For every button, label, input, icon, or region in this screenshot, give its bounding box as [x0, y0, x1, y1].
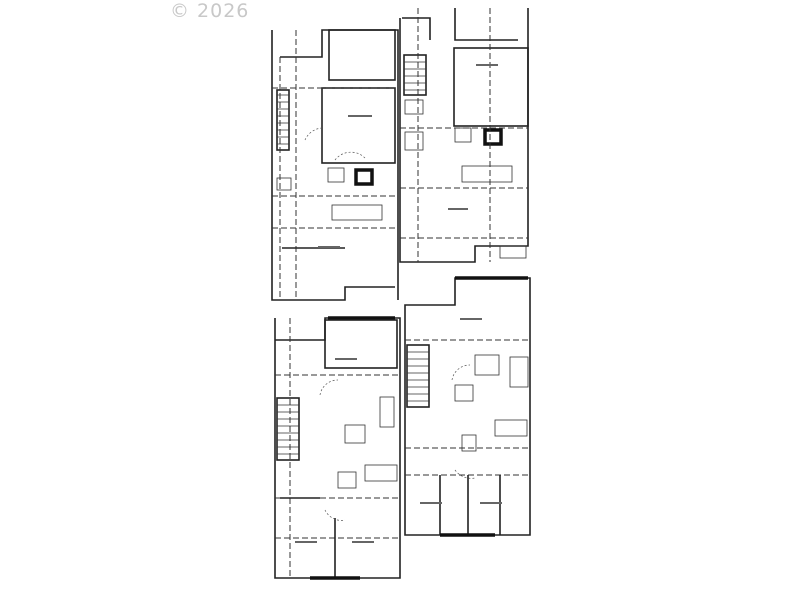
upper-left-unit: [271, 29, 399, 301]
copyright-watermark: © 2026: [170, 0, 250, 22]
lower-left-unit: [274, 316, 401, 580]
lower-right-unit: [404, 276, 531, 537]
upper-right-unit: [399, 8, 529, 263]
